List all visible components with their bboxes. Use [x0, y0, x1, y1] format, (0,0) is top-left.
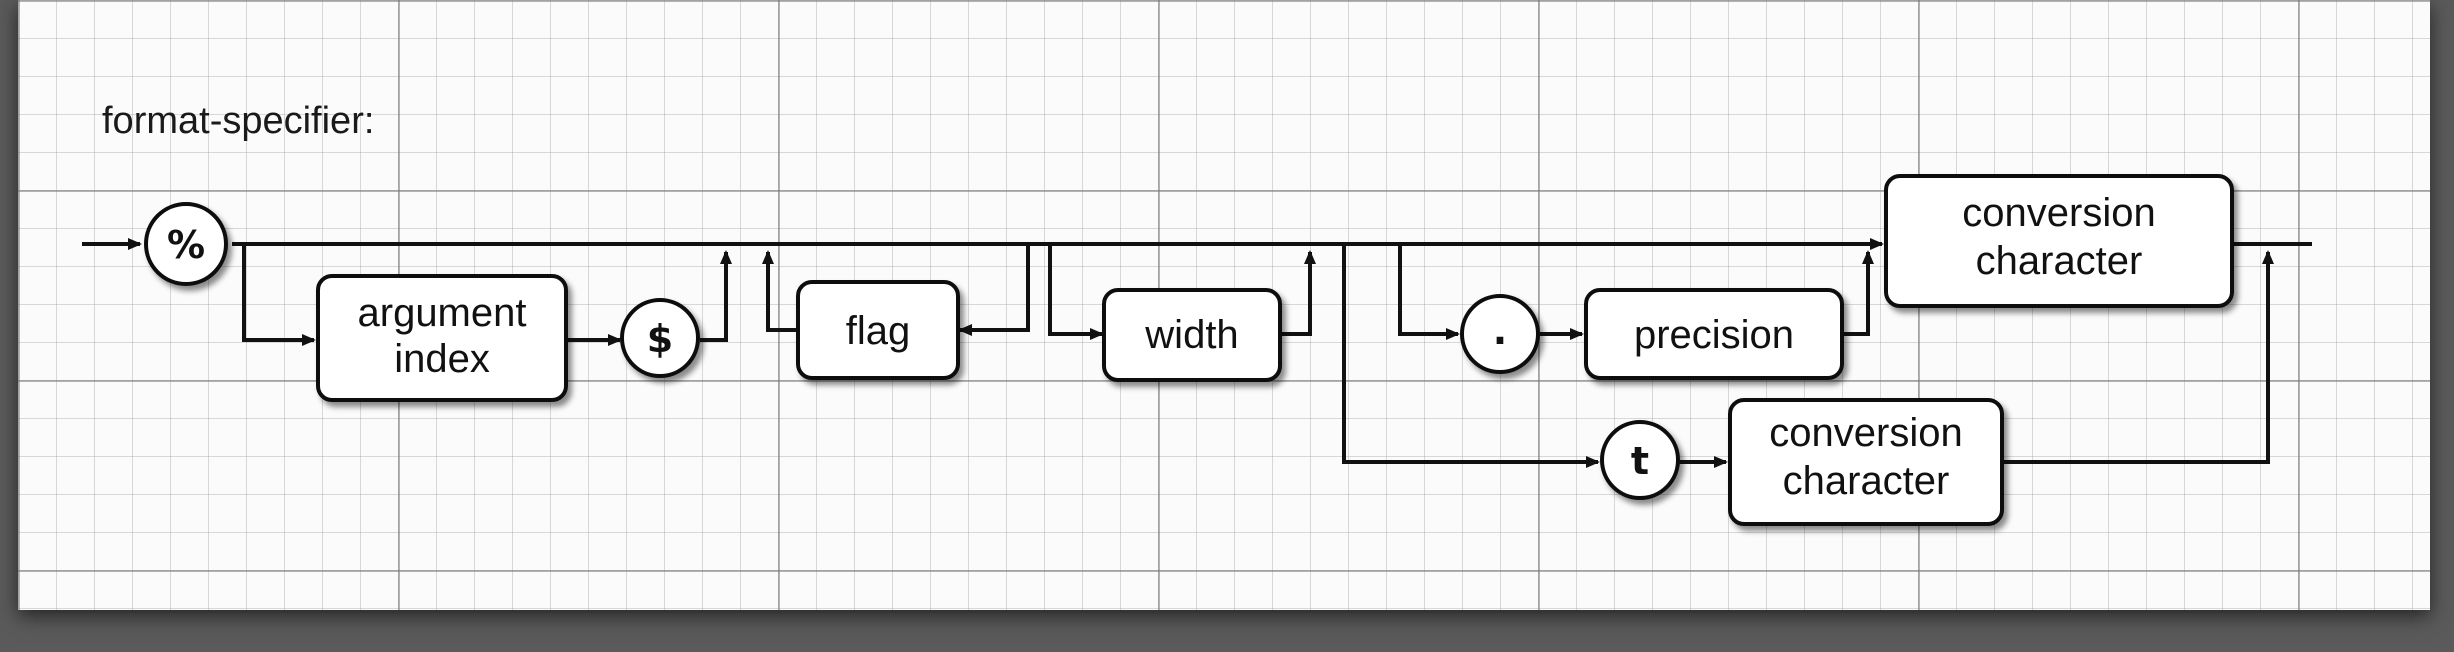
width-label: width [1144, 313, 1238, 357]
t-symbol [1600, 420, 1680, 500]
argument-index-line1: argument [358, 291, 527, 335]
t-label: t [1631, 439, 1649, 483]
argument-index-line2: index [394, 337, 490, 381]
argument-index-box [316, 274, 568, 402]
conversion-bottom-line1: conversion [1769, 411, 1962, 455]
conversion-top-line1: conversion [1962, 191, 2155, 235]
dot-label: . [1493, 309, 1507, 353]
conversion-character-box-top [1884, 174, 2234, 308]
dot-symbol [1460, 294, 1540, 374]
diagram-title: format-specifier: [102, 100, 375, 142]
percent-symbol [144, 202, 228, 286]
dollar-symbol [620, 298, 700, 378]
dollar-label: $ [647, 317, 673, 361]
conversion-character-box-bottom [1728, 398, 2004, 526]
precision-box [1584, 288, 1844, 380]
flag-box [796, 280, 960, 380]
percent-label: % [167, 223, 205, 267]
conversion-bottom-line2: character [1783, 459, 1950, 503]
conversion-top-line2: character [1976, 239, 2143, 283]
precision-label: precision [1634, 313, 1794, 357]
connector-lines [82, 238, 2312, 468]
width-box [1102, 288, 1282, 382]
flag-label: flag [846, 309, 911, 353]
